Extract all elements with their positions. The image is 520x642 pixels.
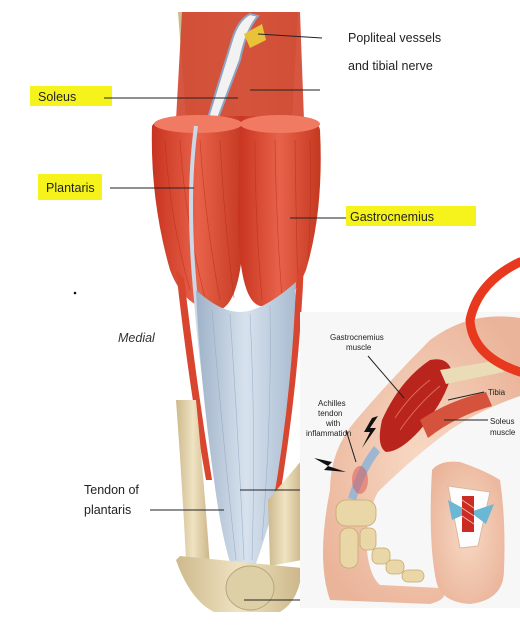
inset-tibia xyxy=(440,360,504,384)
label-gastrocnemius: Gastrocnemius xyxy=(350,210,434,224)
label-soleus: Soleus xyxy=(38,90,76,104)
inset-foot-bones xyxy=(335,499,425,583)
fibula-shape xyxy=(176,400,210,566)
label-popliteal-line2: and tibial nerve xyxy=(348,59,433,73)
leg-illustration xyxy=(151,12,321,612)
inset-calf-muscle xyxy=(379,359,452,452)
inset-label-achilles-line1: Achilles xyxy=(318,399,346,408)
plantaris-highlight xyxy=(38,174,102,200)
label-popliteal-line1: Popliteal vessels xyxy=(348,31,441,45)
gastrocnemius-lateral-head xyxy=(238,116,321,307)
inset-inflamed-tendon xyxy=(448,496,494,532)
inset-label-soleus-line1: Soleus xyxy=(490,417,514,426)
annotation-circle xyxy=(465,257,520,377)
upper-muscle-shape xyxy=(176,12,304,120)
label-medial: Medial xyxy=(118,331,156,345)
label-tendon-line1: Tendon of xyxy=(84,483,139,497)
inset-label-achilles-line4: inflammation xyxy=(306,429,351,438)
inset-label-achilles-line3: with xyxy=(325,419,340,428)
label-tendon-line2: plantaris xyxy=(84,503,131,517)
inset-label-gastroc-line1: Gastrocnemius xyxy=(330,333,384,342)
soleus-medial-edge xyxy=(176,270,212,480)
inset-soleus-muscle xyxy=(420,392,492,438)
inset-label-soleus-line2: muscle xyxy=(490,428,516,437)
inset-label-achilles-line2: tendon xyxy=(318,409,342,418)
inset-label-tibia: Tibia xyxy=(488,388,506,397)
tibia-shape xyxy=(268,460,302,566)
inset-label-gastroc-line2: muscle xyxy=(346,343,372,352)
inset-leg-skin xyxy=(323,316,520,604)
achilles-inset: Gastrocnemius muscle Tibia Soleus muscle… xyxy=(300,312,520,608)
gastrocnemius-medial-head xyxy=(151,116,244,311)
leader-lines xyxy=(104,33,346,601)
calcaneus-shape xyxy=(225,565,275,611)
gastrocnemius-highlight xyxy=(346,206,476,226)
soleus-highlight xyxy=(30,86,112,106)
label-plantaris: Plantaris xyxy=(46,181,95,195)
popliteal-vessels-shape xyxy=(206,12,260,119)
pain-bolt-upper-icon xyxy=(362,416,378,448)
pain-bolt-lower-icon xyxy=(314,458,346,472)
stray-dot-mark xyxy=(73,291,77,295)
